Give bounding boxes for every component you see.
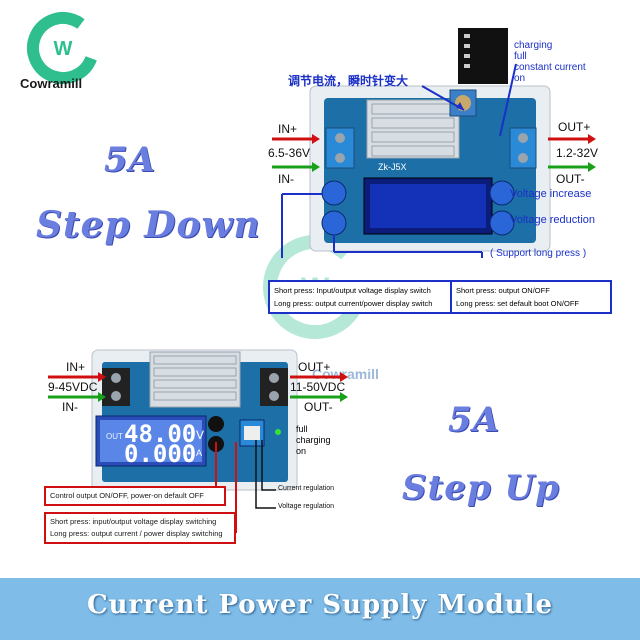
lcd-current-value: 0.000	[124, 440, 197, 468]
sd-in-plus: IN+	[278, 122, 298, 136]
voltage-reduction-label: Voltage reduction	[510, 214, 596, 226]
su-out-range: 11-50VDC	[290, 380, 346, 394]
su-out-minus: OUT-	[304, 400, 333, 414]
sd-left-long-press: Long press: output current/power display…	[274, 299, 433, 308]
su-on-label: on	[296, 446, 307, 456]
brand-name: Cowramill	[20, 76, 83, 91]
su-led-labels: full charging on	[296, 424, 331, 457]
led-legend: charging full constant current on	[514, 40, 586, 84]
voltage-increase-label: Voltage increase	[510, 188, 592, 200]
brand-logo: W	[27, 12, 99, 84]
sd-out-range: 1.2-32V	[556, 146, 599, 160]
lcd-voltage-value: 48.00	[124, 420, 197, 448]
step-up-board	[91, 349, 298, 491]
step-up-title-5a: 5A	[448, 400, 501, 440]
note-arrow	[421, 85, 465, 111]
su-in-minus-arrow	[48, 392, 106, 402]
su-in-plus-arrow	[48, 372, 106, 382]
su-full-label: full	[296, 424, 308, 434]
sd-in-minus-arrow	[272, 162, 320, 172]
su-press-box: Short press: input/output voltage displa…	[44, 512, 236, 544]
su-out-plus: OUT+	[298, 360, 331, 374]
sd-in-minus: IN-	[278, 172, 294, 186]
sd-right-long-press: Long press: set default boot ON/OFF	[456, 299, 579, 308]
su-in-range: 9-45VDC	[48, 380, 98, 394]
sd-left-short-press: Short press: Input/output voltage displa…	[274, 286, 431, 295]
sd-out-plus-arrow	[548, 134, 596, 144]
led-charging-label: charging	[514, 40, 553, 51]
step-down-board	[281, 28, 551, 258]
support-long-press-label: ( Support long press )	[490, 248, 587, 259]
su-charging-label: charging	[296, 435, 331, 445]
sd-left-info-box: Short press: Input/output voltage displa…	[268, 280, 452, 314]
sd-right-info-box: Short press: output ON/OFF Long press: s…	[450, 280, 612, 314]
footer-banner	[0, 578, 640, 640]
voltage-regulation-label: Voltage regulation	[278, 503, 335, 510]
sd-out-minus: OUT-	[556, 172, 585, 186]
sd-board-model: Zk-J5X	[378, 162, 407, 172]
footer-title: Current Power Supply Module	[86, 590, 554, 620]
svg-text:W: W	[54, 38, 73, 60]
step-up-title: Step Up	[402, 468, 560, 508]
su-control-box: Control output ON/OFF, power-on default …	[44, 486, 226, 506]
su-in-plus: IN+	[66, 360, 86, 374]
sd-in-range: 6.5-36V	[268, 146, 311, 160]
su-in-minus: IN-	[62, 400, 78, 414]
sd-out-plus: OUT+	[558, 120, 591, 134]
su-out-minus-arrow	[290, 392, 348, 402]
lcd-out-label: OUT	[106, 432, 123, 441]
su-out-plus-arrow	[290, 372, 348, 382]
adjust-current-note: 调节电流，瞬时针变大	[288, 74, 409, 88]
sd-right-short-press: Short press: output ON/OFF	[456, 286, 550, 295]
led-constant-current-label: constant current	[514, 62, 586, 73]
current-regulation-label: Current regulation	[278, 485, 335, 492]
led-on-label: on	[514, 73, 526, 84]
sd-in-plus-arrow	[272, 134, 320, 144]
su-short-press: Short press: input/output voltage displa…	[50, 517, 217, 526]
lcd-current-unit: A	[196, 448, 203, 458]
su-long-press: Long press: output current / power displ…	[50, 529, 223, 538]
led-full-label: full	[514, 51, 527, 62]
lcd-voltage-unit: V	[196, 428, 205, 442]
step-down-title: Step Down	[36, 204, 261, 246]
sd-out-minus-arrow	[548, 162, 596, 172]
step-down-title-5a: 5A	[104, 140, 157, 180]
